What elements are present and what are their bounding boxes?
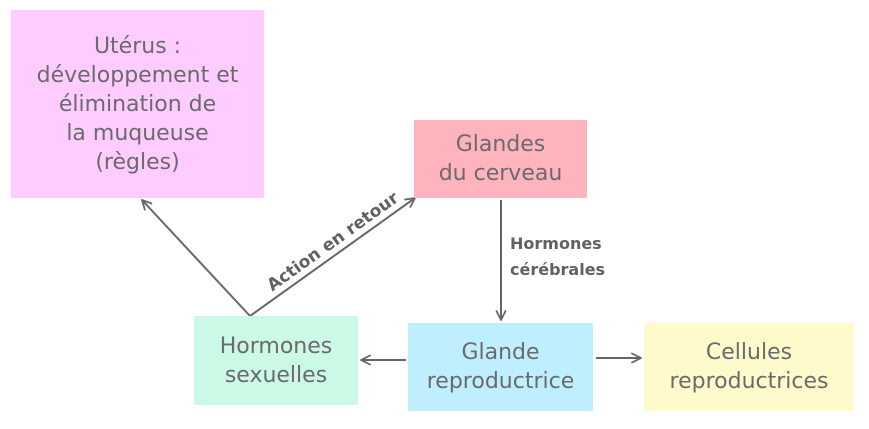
edge-label-cerebrales: cérébrales <box>510 260 605 279</box>
node-hormones-line-1: Hormones <box>219 333 333 359</box>
node-uterus-line-2: développement et <box>36 62 239 88</box>
edge-label-hormones: Hormones <box>510 234 602 253</box>
node-glande-line-2: reproductrice <box>426 369 575 394</box>
node-hormones-sexuelles: Hormones sexuelles <box>194 316 358 405</box>
node-uterus-line-3: élimination de <box>58 91 217 117</box>
node-uterus: Utérus : développement et élimination de… <box>11 10 264 198</box>
edge-label-action-en-retour: Action en retour <box>264 188 404 296</box>
arrow-feedback-to-uterus <box>141 199 251 317</box>
node-uterus-line-4: la muqueuse <box>66 120 209 146</box>
node-glandes-line-2: du cerveau <box>438 161 563 186</box>
node-glande-reproductrice: Glande reproductrice <box>408 323 593 411</box>
node-hormones-line-2: sexuelles <box>224 362 328 388</box>
node-uterus-line-5: (règles) <box>95 149 180 175</box>
arrow-feedback-to-glandes <box>249 197 416 317</box>
node-glandes-du-cerveau: Glandes du cerveau <box>414 120 587 198</box>
node-glande-line-1: Glande <box>461 340 540 365</box>
node-cellules-reproductrices: Cellules reproductrices <box>644 323 854 411</box>
node-glandes-line-1: Glandes <box>455 132 546 157</box>
node-uterus-line-1: Utérus : <box>93 33 182 59</box>
node-cellules-line-1: Cellules <box>705 340 793 365</box>
node-cellules-line-2: reproductrices <box>669 369 829 394</box>
